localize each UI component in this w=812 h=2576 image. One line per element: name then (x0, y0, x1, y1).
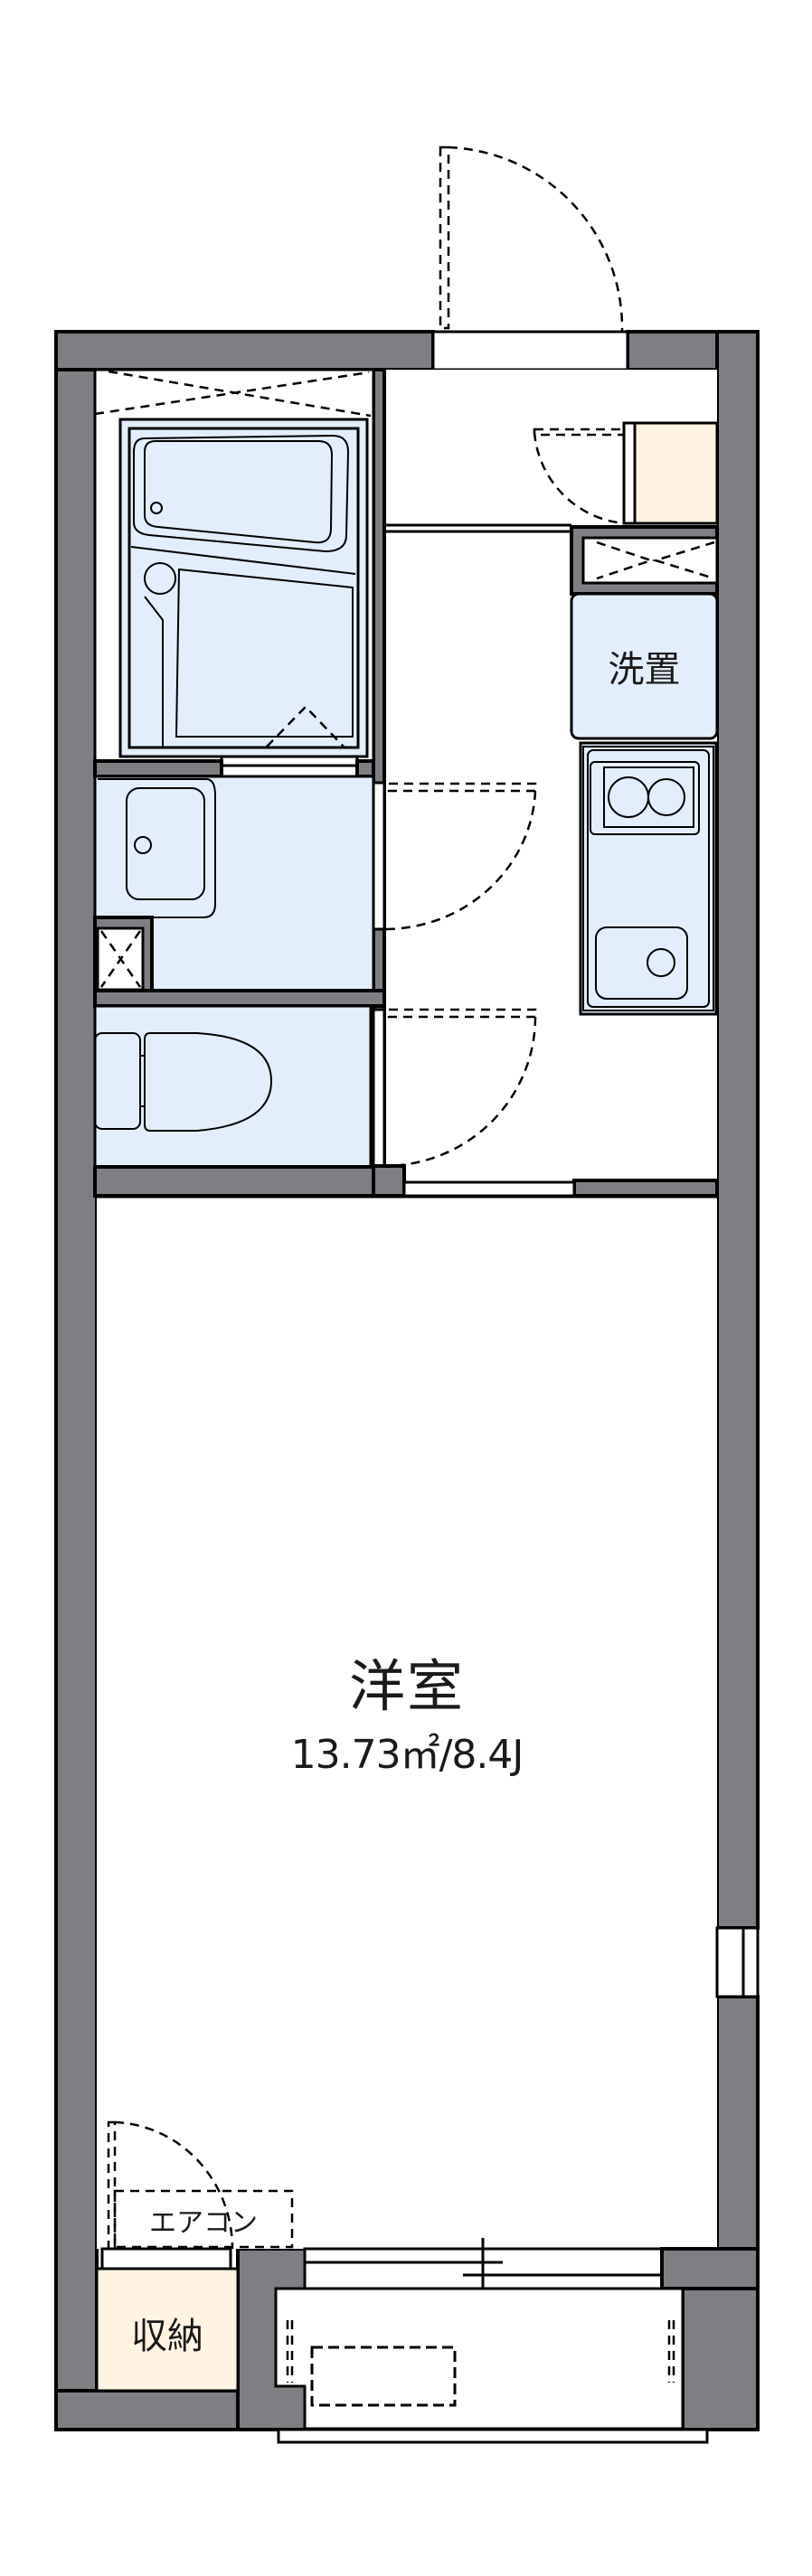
washroom-door[interactable] (372, 781, 537, 931)
washroom (93, 775, 537, 1008)
toilet-room (93, 1004, 537, 1198)
ac-unit (113, 2189, 294, 2249)
bath-floor (130, 546, 356, 747)
storage-label: 収納 (131, 2316, 203, 2357)
outer-walls (54, 330, 760, 2431)
washer-space (570, 592, 719, 740)
entrance-door[interactable] (431, 146, 629, 371)
closet-door[interactable] (107, 2120, 234, 2251)
side-window (715, 1926, 760, 1998)
bathroom (93, 368, 386, 1198)
main-room-area: 13.73㎡/8.4J (290, 1732, 524, 1778)
main-room (97, 1195, 717, 2249)
washer-label: 洗置 (608, 649, 681, 691)
balcony (274, 2238, 760, 2444)
washbasin-icon (98, 778, 216, 918)
toilet-icon (94, 1032, 273, 1132)
stove-icon (590, 761, 700, 835)
main-room-name: 洋室 (348, 1653, 465, 1719)
kitchen-counter (579, 741, 718, 1016)
pipe-shaft (570, 525, 719, 596)
sink-icon (595, 926, 688, 1000)
ac-label: エアコン (149, 2207, 258, 2239)
shoe-cabinet (533, 421, 719, 525)
closet (95, 2120, 294, 2393)
bathtub-icon (133, 434, 350, 553)
ac-outdoor-unit (310, 2346, 457, 2407)
